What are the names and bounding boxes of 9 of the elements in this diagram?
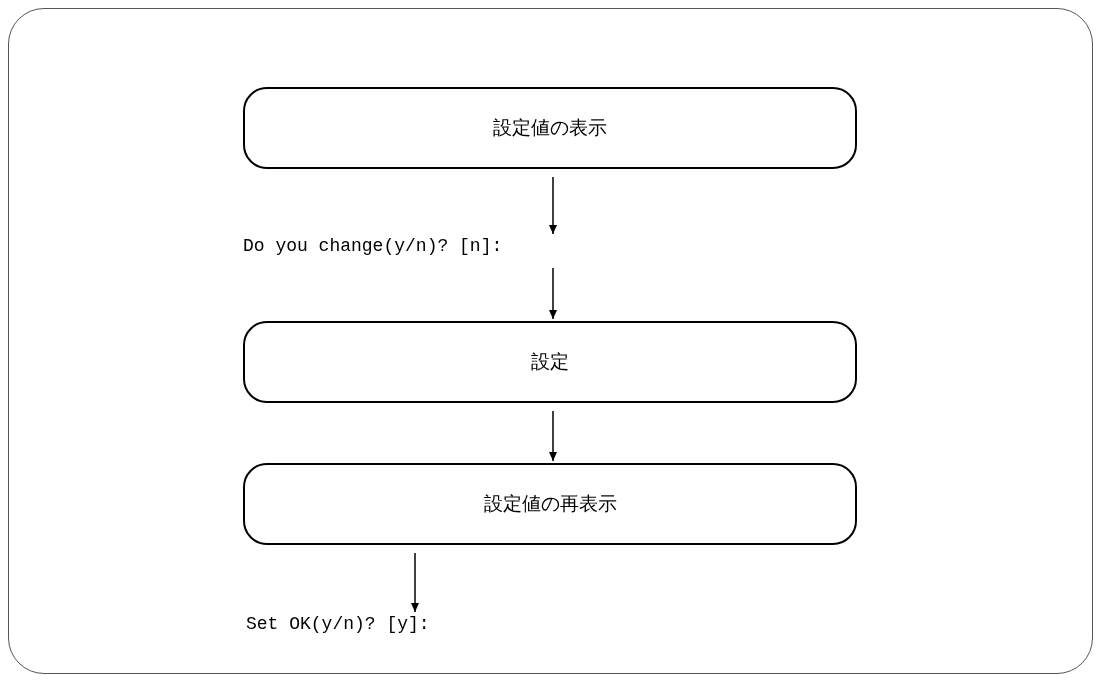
arrow	[411, 552, 419, 613]
arrow	[549, 267, 557, 320]
process-box: 設定	[243, 321, 857, 403]
prompt-text: Do you change(y/n)? [n]:	[243, 236, 663, 256]
prompt-text: Set OK(y/n)? [y]:	[246, 614, 576, 634]
arrow	[549, 176, 557, 235]
arrow	[549, 410, 557, 462]
process-box: 設定値の再表示	[243, 463, 857, 545]
process-box: 設定値の表示	[243, 87, 857, 169]
